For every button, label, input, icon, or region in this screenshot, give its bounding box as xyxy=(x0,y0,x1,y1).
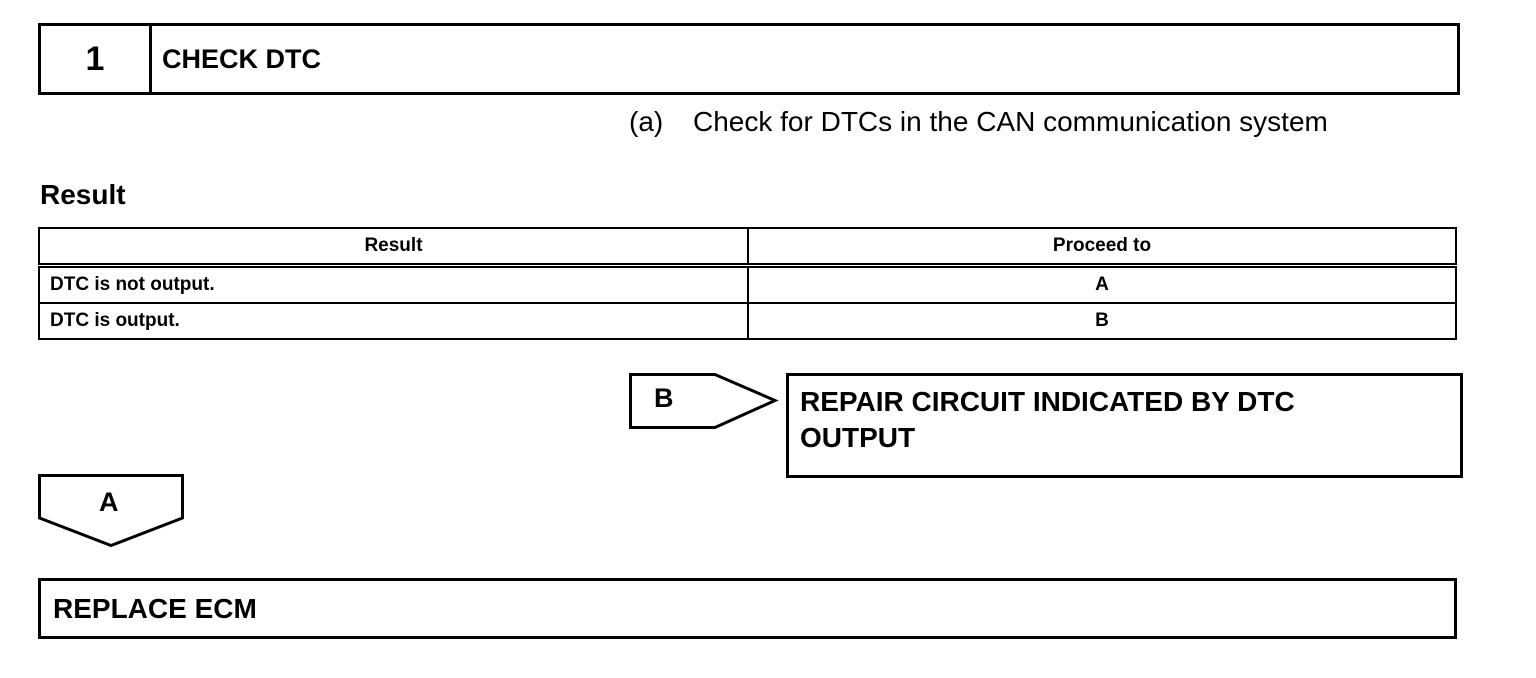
table-cell-result: DTC is not output. xyxy=(38,264,749,304)
repair-action-line1: REPAIR CIRCUIT INDICATED BY DTC xyxy=(800,386,1295,417)
table-cell-result: DTC is output. xyxy=(38,302,749,340)
instruction-marker: (a) xyxy=(629,106,664,137)
result-table: Result Proceed to DTC is not output. A D… xyxy=(38,227,1457,340)
table-header-result: Result xyxy=(38,227,749,268)
table-row: DTC is output. B xyxy=(38,302,1457,340)
result-label: Result xyxy=(40,179,126,210)
replace-action-text: REPLACE ECM xyxy=(53,592,257,624)
instruction-text: Check for DTCs in the CAN communication … xyxy=(693,106,1328,137)
step-number: 1 xyxy=(41,26,152,92)
step-title: CHECK DTC xyxy=(162,43,321,74)
instruction: (a) Check for DTCs in the CAN communicati… xyxy=(629,106,1328,138)
table-cell-proceed: A xyxy=(747,264,1457,304)
branch-a-arrow-icon xyxy=(38,474,184,548)
replace-action-box: REPLACE ECM xyxy=(38,578,1457,639)
step-header: 1 CHECK DTC xyxy=(38,23,1460,95)
table-header-row: Result Proceed to xyxy=(38,227,1457,268)
branch-a-label: A xyxy=(99,487,119,517)
branch-b-arrow-icon xyxy=(629,373,779,429)
table-header-proceed: Proceed to xyxy=(747,227,1457,268)
table-row: DTC is not output. A xyxy=(38,264,1457,304)
repair-action-box: REPAIR CIRCUIT INDICATED BY DTC OUTPUT xyxy=(786,373,1463,478)
table-cell-proceed: B xyxy=(747,302,1457,340)
repair-action-line2: OUTPUT xyxy=(800,422,916,453)
branch-b-label: B xyxy=(654,383,674,413)
